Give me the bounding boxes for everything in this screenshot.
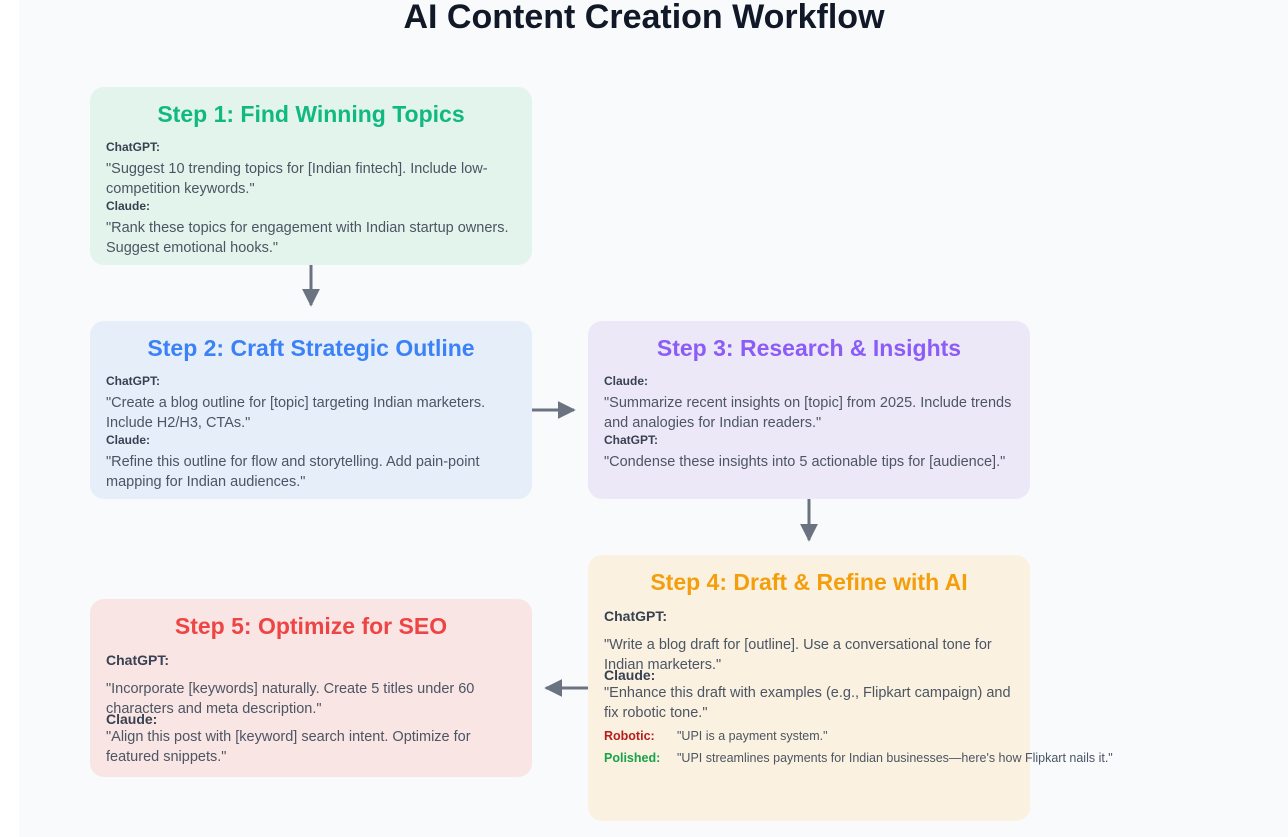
step-4-prompt-1: "Write a blog draft for [outline]. Use a… [604,637,992,673]
step-4-prompt-2: "Enhance this draft with examples (e.g.,… [604,685,1011,721]
step-1-title: Step 1: Find Winning Topics [157,101,465,127]
step-5-card: Step 5: Optimize for SEO ChatGPT: "Incor… [90,599,532,777]
step-3-tool-2: ChatGPT: [604,433,658,447]
step-1-prompt-2: "Rank these topics for engagement with I… [106,220,509,256]
step-1-card: Step 1: Find Winning Topics ChatGPT: "Su… [90,87,532,265]
step-2-title: Step 2: Craft Strategic Outline [147,335,475,361]
step-3-card: Step 3: Research & Insights Claude: "Sum… [588,321,1030,499]
step-5-title: Step 5: Optimize for SEO [174,613,448,639]
step-3-prompt-2: "Condense these insights into 5 actionab… [604,454,1006,470]
step-1-tool-2: Claude: [106,199,151,213]
step-4-tool-2: Claude: [604,667,656,683]
example-robotic-text: "UPI is a payment system." [677,729,828,743]
step-5-tool-1: ChatGPT: [106,652,169,668]
step-5-prompt-1: "Incorporate [keywords] naturally. Creat… [106,681,475,717]
example-polished-label: Polished: [604,751,661,765]
step-2-tool-2: Claude: [106,433,151,447]
step-3-title: Step 3: Research & Insights [656,335,962,361]
example-polished-text: "UPI streamlines payments for Indian bus… [677,751,1113,765]
step-4-title: Step 4: Draft & Refine with AI [650,569,968,595]
step-2-prompt-1: "Create a blog outline for [topic] targe… [106,395,486,431]
step-3-tool-1: Claude: [604,374,649,388]
step-2-prompt-2: "Refine this outline for flow and storyt… [106,454,480,490]
step-1-tool-1: ChatGPT: [106,140,160,154]
diagram-title: AI Content Creation Workflow [403,0,885,36]
step-4-card: Step 4: Draft & Refine with AI ChatGPT: … [588,555,1113,821]
example-polished: Polished: "UPI streamlines payments for I… [604,751,1113,765]
example-robotic-label: Robotic: [604,729,655,743]
step-3-prompt-1: "Summarize recent insights on [topic] fr… [604,395,1012,431]
example-robotic: Robotic: "UPI is a payment system." [604,729,1014,743]
step-2-tool-1: ChatGPT: [106,374,160,388]
step-1-prompt-1: "Suggest 10 trending topics for [Indian … [106,161,488,197]
step-5-tool-2: Claude: [106,711,158,727]
step-4-tool-1: ChatGPT: [604,608,667,624]
step-2-card: Step 2: Craft Strategic Outline ChatGPT:… [90,321,532,499]
step-5-prompt-2: "Align this post with [keyword] search i… [106,729,471,765]
